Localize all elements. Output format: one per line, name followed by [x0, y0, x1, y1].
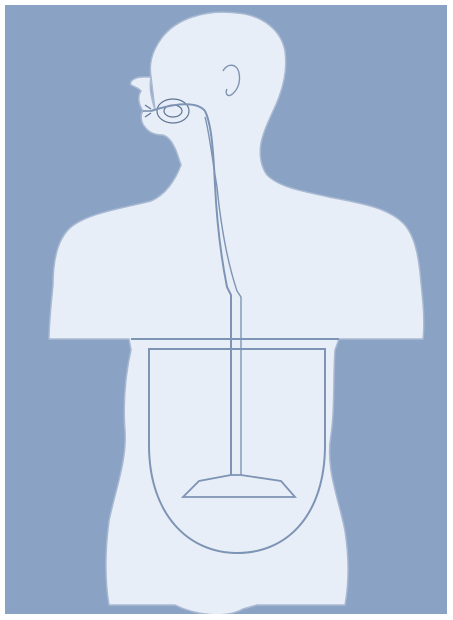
anatomy-diagram — [5, 5, 447, 614]
figure-panel — [5, 5, 447, 614]
